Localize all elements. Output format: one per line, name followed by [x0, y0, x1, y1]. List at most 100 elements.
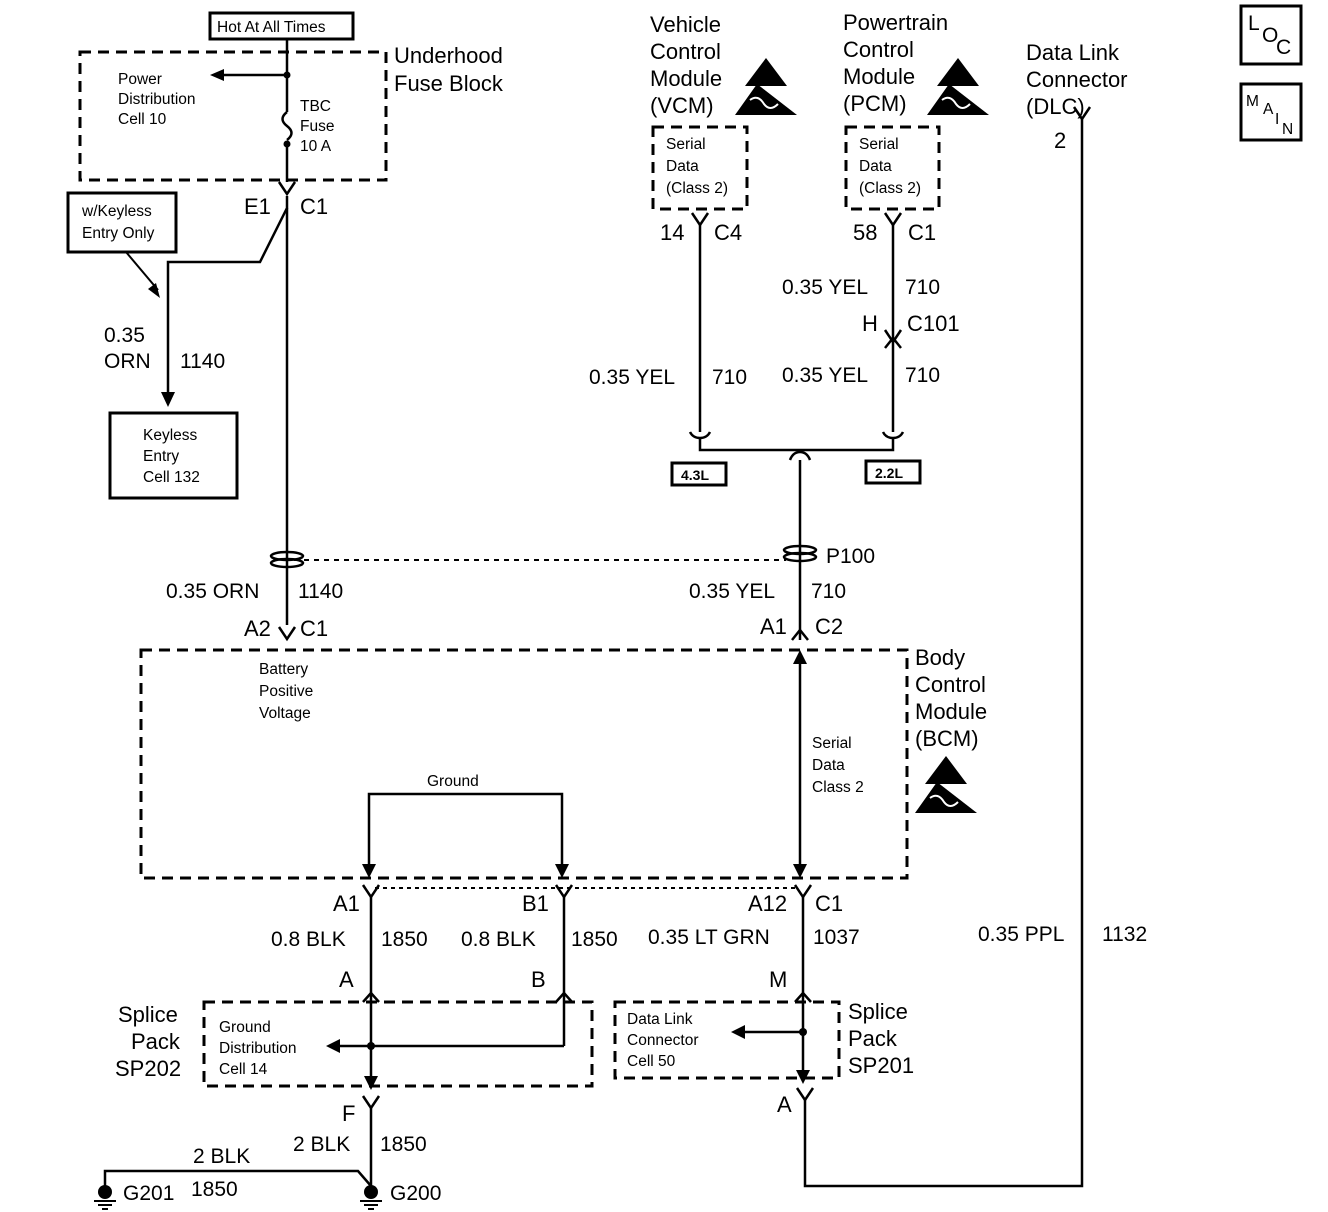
loc-icon[interactable]: L O C: [1239, 4, 1303, 66]
engine-43-box[interactable]: [670, 461, 728, 487]
wire-vcm-label: 0.35 YEL: [589, 366, 675, 389]
wire-1132-dlc: [803, 119, 1084, 1188]
pcm-option-break-icon: [881, 431, 905, 440]
engine-option-tie: [698, 438, 895, 452]
engine-43-label: 4.3L: [681, 467, 709, 483]
connector-m-up-icon: [794, 991, 812, 1003]
pcm-serial-2: Data: [859, 158, 892, 175]
engine-22-box[interactable]: [864, 459, 922, 485]
bcm-title-3: Module: [915, 699, 987, 724]
wire-pcm-top-label: 0.35 YEL: [782, 276, 868, 299]
wire-g201-label: 2 BLK: [193, 1145, 250, 1168]
connector-a1-c2-icon: [791, 627, 809, 641]
bcm-conn-c1-top: C1: [300, 616, 328, 641]
wire-vcm-circuit: 710: [712, 366, 747, 389]
connector-a1-bottom-icon: [361, 884, 381, 900]
splice-pin-m: M: [769, 967, 787, 992]
wire-1140-top-gauge: 0.35: [104, 324, 145, 347]
vcm-pin-14: 14: [660, 220, 684, 245]
sp201-outline: [613, 1000, 841, 1080]
bcm-ground-arrow-b-icon: [555, 864, 569, 878]
bcm-serial-label-3: Class 2: [812, 779, 864, 796]
sp201-dlc-2: Connector: [627, 1032, 699, 1049]
pcm-title-3: Module: [843, 64, 915, 89]
wire-dlc-circuit: 1132: [1102, 923, 1147, 946]
p100-label: P100: [826, 545, 875, 568]
dlc-title-1: Data Link: [1026, 40, 1120, 65]
vcm-title-2: Control: [650, 39, 721, 64]
bcm-serial-arrow-up-icon: [793, 650, 807, 664]
fuse-label-2: Fuse: [300, 118, 334, 135]
c101-conn-label: C101: [907, 311, 960, 336]
vcm-conn-c4: C4: [714, 220, 742, 245]
keyless-box-line-3: Cell 132: [143, 469, 200, 486]
wire-pcm-top-circuit: 710: [905, 276, 940, 299]
splice-pin-a: A: [339, 967, 354, 992]
dlc-title-2: Connector: [1026, 67, 1128, 92]
bcm-ground-path: [367, 792, 564, 868]
power-distribution-label-1: Power: [118, 71, 162, 88]
bcm-outline: [139, 648, 909, 880]
vcm-title-4: (VCM): [650, 93, 714, 118]
connector-c101-top-icon: [883, 329, 903, 345]
bcm-title-1: Body: [915, 645, 965, 670]
fuse-block-pin-e1: E1: [244, 194, 271, 219]
g200-label: G200: [390, 1182, 441, 1205]
sp202-ground-1: Ground: [219, 1019, 271, 1036]
bcm-pin-b1: B1: [522, 891, 549, 916]
connector-a-up-icon: [362, 991, 380, 1003]
sp202-ground-3: Cell 14: [219, 1061, 268, 1078]
loc-icon-letter-c: C: [1276, 36, 1291, 59]
sp201-dlc-arrow-icon: [731, 1025, 745, 1039]
sp201-dlc-1: Data Link: [627, 1011, 693, 1028]
dlc-pin-2: 2: [1054, 128, 1066, 153]
bcm-serial-label-2: Data: [812, 757, 845, 774]
vcm-title-3: Module: [650, 66, 722, 91]
sp201-dlc-3: Cell 50: [627, 1053, 676, 1070]
connector-vcm-c4-icon: [690, 212, 710, 228]
sp202-title-3: SP202: [115, 1056, 181, 1081]
sp201-title-2: Pack: [848, 1026, 898, 1051]
connector-e1-icon: [277, 181, 297, 197]
connector-b-up-icon: [555, 991, 573, 1003]
wire-1850-g201: [103, 1169, 372, 1187]
bcm-pin-a12: A12: [748, 891, 787, 916]
bcm-ground-arrow-a-icon: [362, 864, 376, 878]
main-icon[interactable]: M A I N: [1239, 82, 1303, 142]
wire-a12-circuit: 1037: [813, 926, 860, 949]
power-distribution-arrow-icon: [210, 69, 224, 81]
bcm-battery-label-3: Voltage: [259, 705, 311, 722]
wire-pcm-bottom-label: 0.35 YEL: [782, 364, 868, 387]
engine-option-break-icon: [788, 450, 812, 461]
bcm-pin-a2: A2: [244, 616, 271, 641]
vcm-option-break-icon: [688, 431, 712, 440]
loc-icon-letter-l: L: [1248, 12, 1260, 35]
wire-a1-circuit: 1850: [381, 928, 428, 951]
connector-sp201-a-icon: [795, 1087, 815, 1103]
connector-pcm-c1-icon: [883, 212, 903, 228]
pcm-serial-1: Serial: [859, 136, 899, 153]
c101-pin-h: H: [862, 311, 878, 336]
bcm-battery-label-1: Battery: [259, 661, 308, 678]
wire-b1-circuit: 1850: [571, 928, 618, 951]
vcm-serial-2: Data: [666, 158, 699, 175]
wire-a1-label: 0.8 BLK: [271, 928, 346, 951]
g201-ground-icon: [94, 1185, 116, 1210]
sp202-ground-dist-arrow-icon: [326, 1039, 340, 1053]
pcm-serial-3: (Class 2): [859, 180, 921, 197]
sp202-title-1: Splice: [118, 1002, 178, 1027]
connector-a2-icon: [277, 626, 297, 642]
bcm-pin-a1-top: A1: [760, 614, 787, 639]
underhood-fuse-block-outline: [78, 50, 388, 182]
power-distribution-label-3: Cell 10: [118, 111, 167, 128]
keyless-note-line-1: w/Keyless: [81, 203, 152, 220]
bcm-conn-c2: C2: [815, 614, 843, 639]
engine-22-label: 2.2L: [875, 465, 903, 481]
splice-pin-a-sp201: A: [777, 1092, 792, 1117]
sp202-title-2: Pack: [131, 1029, 181, 1054]
sp201-title-3: SP201: [848, 1053, 914, 1078]
sp201-title-1: Splice: [848, 999, 908, 1024]
pcm-title-1: Powertrain: [843, 10, 948, 35]
wire-1140-bcm-circuit: 1140: [298, 580, 343, 603]
fuse-label-1: TBC: [300, 98, 331, 115]
